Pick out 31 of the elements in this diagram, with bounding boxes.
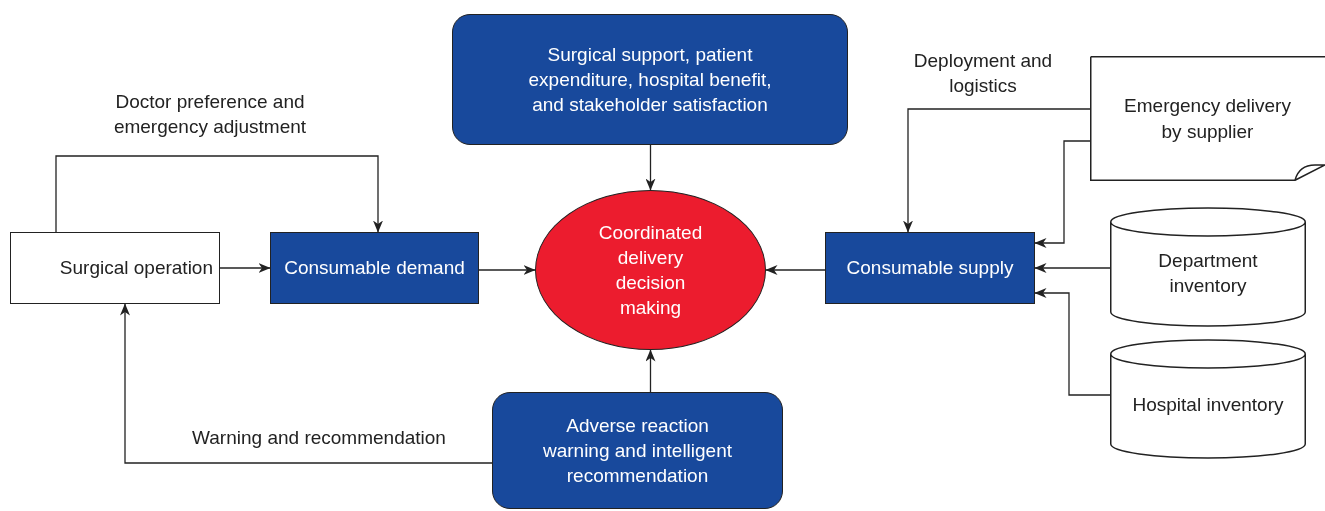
- database-cylinder: [1110, 340, 1306, 458]
- node-label: Consumable demand: [284, 256, 465, 281]
- edge-label: Doctor preference and emergency adjustment: [112, 90, 308, 140]
- node-label: Consumable supply: [846, 256, 1014, 281]
- node-label: Surgical support, patient expenditure, hospital benefit, and stakeholder satisfaction: [527, 42, 773, 118]
- node-label: Emergency delivery by supplier: [1123, 94, 1292, 144]
- edge-label: Deployment and logistics: [912, 49, 1054, 99]
- arrow: [120, 303, 493, 464]
- node-label: Surgical operation: [59, 256, 213, 281]
- process-box: [10, 232, 220, 304]
- arrow: [219, 263, 271, 273]
- arrow: [903, 108, 1091, 233]
- node-label: Coordinated delivery decision making: [597, 220, 704, 321]
- database-cylinder: [1110, 208, 1306, 326]
- arrow: [1034, 288, 1111, 396]
- rounded-process-box: [452, 14, 848, 145]
- arrow: [478, 265, 536, 275]
- document-shape: [1090, 56, 1325, 181]
- node-label: Adverse reaction warning and intelligent recommendation: [541, 413, 734, 489]
- arrow: [765, 265, 826, 275]
- node-label: Department inventory: [1157, 248, 1259, 298]
- node-label: Hospital inventory: [1132, 393, 1284, 418]
- rounded-process-box: [492, 392, 783, 509]
- arrow: [645, 349, 656, 393]
- arrow: [1034, 263, 1111, 273]
- process-box: [270, 232, 479, 304]
- arrow: [55, 155, 383, 233]
- arrow: [645, 144, 656, 191]
- process-box: [825, 232, 1035, 304]
- edge-label: Warning and recommendation: [191, 426, 447, 450]
- arrow: [1034, 140, 1091, 248]
